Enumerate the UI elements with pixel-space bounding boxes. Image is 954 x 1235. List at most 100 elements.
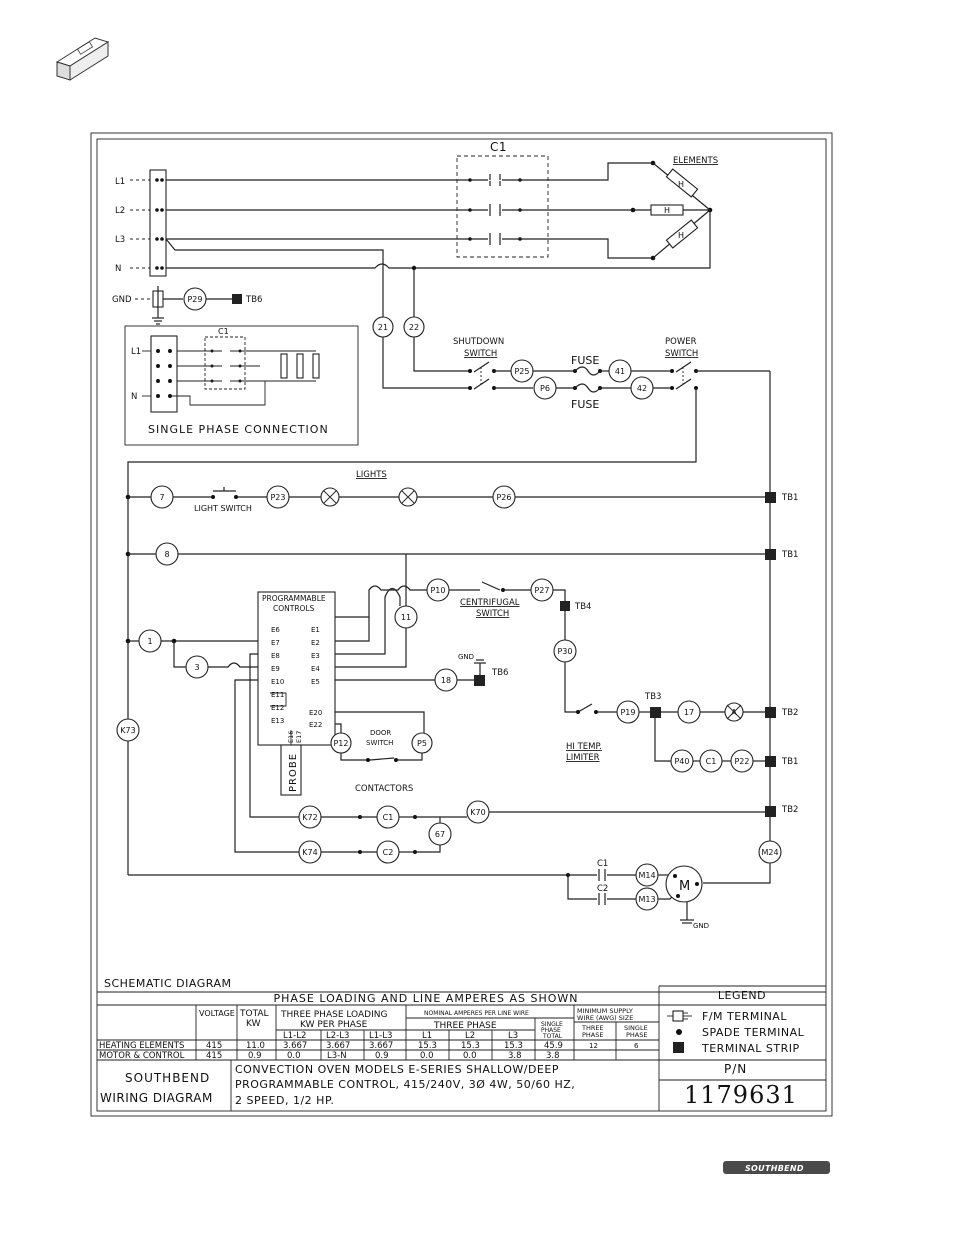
logo-text: SOUTHBEND [745,1164,804,1173]
node-p26: P26 [496,493,511,502]
hi-temp-label-1: HI TEMP. [566,742,602,752]
sub-amp-2: L2 [465,1031,475,1041]
col-total-1: TOTAL [239,1009,269,1019]
node-p6: P6 [540,384,550,393]
pin-e10: E10 [271,678,284,686]
col-single-2: PHASE [541,1027,561,1034]
line-label-n: N [115,264,121,274]
node-p19: P19 [620,708,635,717]
table-row-motor: MOTOR & CONTROL 415 0.9 0.0 L3-N 0.9 0.0… [99,1051,560,1061]
row-motor-p2: L3-N [327,1051,347,1061]
pin-e7: E7 [271,639,280,647]
node-22: 22 [409,323,419,332]
col-total-2: KW [246,1019,261,1029]
control-pins: E6 E7 E8 E9 E10 E11 E12 E13 E1 E2 E3 E4 … [271,626,322,743]
col-nominal: NOMINAL AMPERES PER LINE WIRE [424,1010,529,1017]
gnd-label-2: GND [458,653,474,661]
pin-e13: E13 [271,717,284,725]
node-17: 17 [684,708,694,717]
power-lines [130,178,711,320]
node-67: 67 [435,830,445,839]
terminal-block-main [149,169,167,277]
pin-e6: E6 [271,626,280,634]
gnd-label-3: GND [693,922,709,930]
col-single-3: TOTAL [542,1033,563,1040]
light-switch-label: LIGHT SWITCH [194,504,252,513]
node-41: 41 [615,367,625,376]
line-label-l1: L1 [115,177,125,187]
sub-kw-2: L2-L3 [326,1031,349,1041]
sub-kw-3: L1-L3 [369,1031,392,1041]
shutdown-switch-label-2: SWITCH [464,349,497,359]
part-number: 1179631 [684,1081,798,1109]
terminal-tb1-c: TB1 [781,757,798,767]
outer-frame [90,132,833,1117]
gnd-label: GND [112,295,132,305]
inner-frame [96,138,827,1112]
pin-e9: E9 [271,665,280,673]
row-heating-p3: 3.667 [369,1041,393,1051]
node-m13: M13 [638,895,655,904]
terminal-tb2-a: TB2 [781,708,798,718]
shutdown-switch-label-1: SHUTDOWN [453,337,504,347]
node-a: A [731,708,737,717]
row-heating-total: 11.0 [246,1041,265,1051]
col-min-supply-1: MINIMUM SUPPLY [577,1007,633,1015]
door-switch-label-2: SWITCH [366,739,393,747]
node-k73: K73 [120,726,135,735]
col-single1-1: SINGLE [624,1024,648,1032]
row-heating-a3: 15.3 [504,1041,523,1051]
row-motor-single: 3.8 [546,1051,560,1061]
pin-e8: E8 [271,652,280,660]
node-7: 7 [159,493,164,502]
row-motor-a1: 0.0 [420,1051,434,1061]
node-k72: K72 [302,813,317,822]
terminal-tb6: TB6 [491,668,508,678]
row-motor-p1: 0.0 [287,1051,301,1061]
sub-amp-1: L1 [422,1031,432,1041]
node-p12: P12 [333,739,348,748]
row-motor-p3: 0.9 [375,1051,389,1061]
legend-fm-terminal: F/M TERMINAL [702,1010,787,1023]
row-heating-w3: 12 [589,1042,598,1050]
hi-temp-label-2: LIMITER [566,753,600,763]
pin-e22: E22 [309,721,322,729]
legend [667,1010,692,1053]
row-1-3-circuit [125,629,299,853]
node-8: 8 [164,550,169,559]
cap-c2-label: C2 [597,884,608,894]
col-three-phase-2: KW PER PHASE [300,1020,368,1030]
heater-label-2: H [664,206,670,215]
terminal-tb1-b: TB1 [781,550,798,560]
motor-label: M [679,879,690,894]
fuse-label-bottom: FUSE [571,398,599,411]
node-k74: K74 [302,848,317,857]
row-heating-name: HEATING ELEMENTS [99,1041,184,1051]
node-18: 18 [441,676,451,685]
pin-e2: E2 [311,639,320,647]
centrifugal-label-1: CENTRIFUGAL [460,598,520,608]
col-voltage: VOLTAGE [199,1009,235,1018]
power-switch-label-1: POWER [665,337,697,347]
table-row-heating: HEATING ELEMENTS 415 11.0 3.667 3.667 3.… [99,1041,639,1051]
node-p30: P30 [557,647,572,656]
row-motor-name: MOTOR & CONTROL [99,1051,185,1061]
row-motor-total: 0.9 [248,1051,262,1061]
line-label-l3: L3 [115,235,125,245]
pin-e12: E12 [271,704,284,712]
lights-circuit [125,485,776,509]
row-8-circuit [125,542,776,566]
node-3: 3 [194,663,199,672]
elements-label: ELEMENTS [673,156,718,166]
pin-e3: E3 [311,652,320,660]
company-name: SOUTHBEND [125,1071,210,1085]
row-motor-voltage: 415 [206,1051,222,1061]
node-m14: M14 [638,871,655,880]
schematic-diagram-label: SCHEMATIC DIAGRAM [104,977,231,990]
node-p27: P27 [534,586,549,595]
node-11: 11 [401,613,411,622]
terminal-tb3: TB3 [644,692,661,702]
prog-controls-label-2: CONTROLS [273,604,315,613]
oven-icon [55,37,110,81]
